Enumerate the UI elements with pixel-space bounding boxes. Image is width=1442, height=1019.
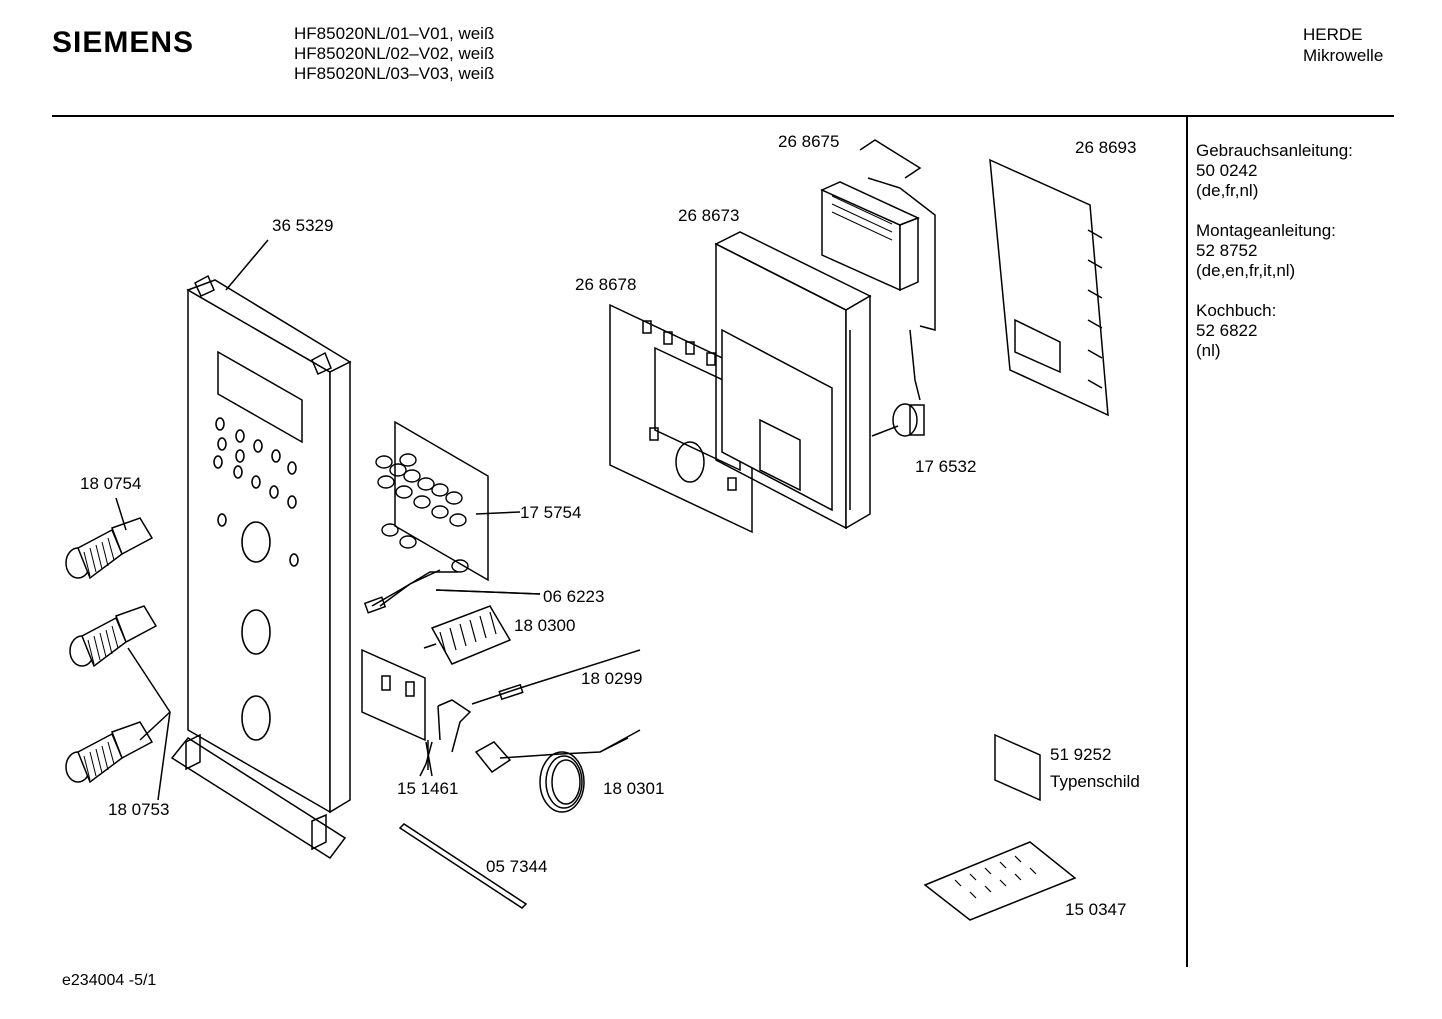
- rear-cover: [989, 158, 1109, 417]
- part-label: 18 0754: [80, 474, 142, 493]
- part-label: 15 1461: [397, 779, 459, 798]
- part-label: 17 5754: [520, 503, 582, 522]
- model-list: HF85020NL/01–V01, weiß HF85020NL/02–V02,…: [294, 24, 494, 84]
- part-label: 06 6223: [543, 587, 605, 606]
- bracket: [361, 648, 472, 777]
- part-label: 51 9252: [1050, 745, 1112, 764]
- document-languages: (de,fr,nl): [1196, 181, 1259, 200]
- document-languages: (nl): [1196, 341, 1221, 360]
- documents-list: Gebrauchsanleitung: 50 0242 (de,fr,nl) M…: [1196, 141, 1353, 381]
- part-label: 26 8675: [778, 132, 840, 151]
- thermostat: [474, 729, 641, 813]
- front-panel: [186, 239, 352, 814]
- part-label: 36 5329: [272, 216, 334, 235]
- document-entry: Montageanleitung: 52 8752 (de,en,fr,it,n…: [1196, 221, 1353, 281]
- control-housing: [714, 231, 872, 530]
- knob: [69, 605, 158, 668]
- knob: [65, 517, 154, 580]
- screw-bag: [923, 841, 1077, 921]
- part-label: 17 6532: [915, 457, 977, 476]
- category: HERDE: [1303, 25, 1363, 44]
- document-title: Montageanleitung:: [1196, 221, 1336, 240]
- document-title: Kochbuch:: [1196, 301, 1277, 320]
- part-label: Typenschild: [1050, 772, 1140, 791]
- bottom-rail: [170, 733, 347, 860]
- model-line: HF85020NL/03–V03, weiß: [294, 64, 495, 83]
- knob: [65, 721, 154, 784]
- keypad-board: [375, 420, 521, 582]
- part-label: 18 0299: [581, 669, 643, 688]
- model-line: HF85020NL/02–V02, weiß: [294, 44, 495, 63]
- category-block: HERDE Mikrowelle: [1303, 24, 1383, 66]
- brand-logo: SIEMENS: [52, 26, 195, 59]
- document-entry: Gebrauchsanleitung: 50 0242 (de,fr,nl): [1196, 141, 1353, 201]
- part-label: 05 7344: [486, 857, 548, 876]
- document-title: Gebrauchsanleitung:: [1196, 141, 1353, 160]
- rating-plate: [994, 733, 1041, 802]
- document-number: 50 0242: [1196, 161, 1258, 180]
- document-languages: (de,en,fr,it,nl): [1196, 261, 1296, 280]
- selector-switch: [423, 605, 512, 665]
- subcategory: Mikrowelle: [1303, 46, 1384, 65]
- potentiometer: [871, 403, 925, 437]
- lead-wire: [363, 569, 541, 614]
- sensor-cable: [471, 649, 641, 705]
- document-number: 52 6822: [1196, 321, 1258, 340]
- model-line: HF85020NL/01–V01, weiß: [294, 24, 495, 43]
- sidebar-divider: [1186, 117, 1188, 967]
- rod: [398, 823, 528, 909]
- document-number: 52 8752: [1196, 241, 1258, 260]
- header-divider: [52, 115, 1394, 117]
- part-label: 26 8678: [575, 275, 637, 294]
- part-label: 26 8673: [678, 206, 740, 225]
- part-label: 18 0301: [603, 779, 665, 798]
- part-label: 18 0300: [514, 616, 576, 635]
- part-label: 26 8693: [1075, 138, 1137, 157]
- part-label: 18 0753: [108, 800, 170, 819]
- document-entry: Kochbuch: 52 6822 (nl): [1196, 301, 1353, 361]
- footer-code: e234004 -5/1: [62, 972, 157, 989]
- part-label: 15 0347: [1065, 900, 1127, 919]
- display-module: [820, 139, 936, 401]
